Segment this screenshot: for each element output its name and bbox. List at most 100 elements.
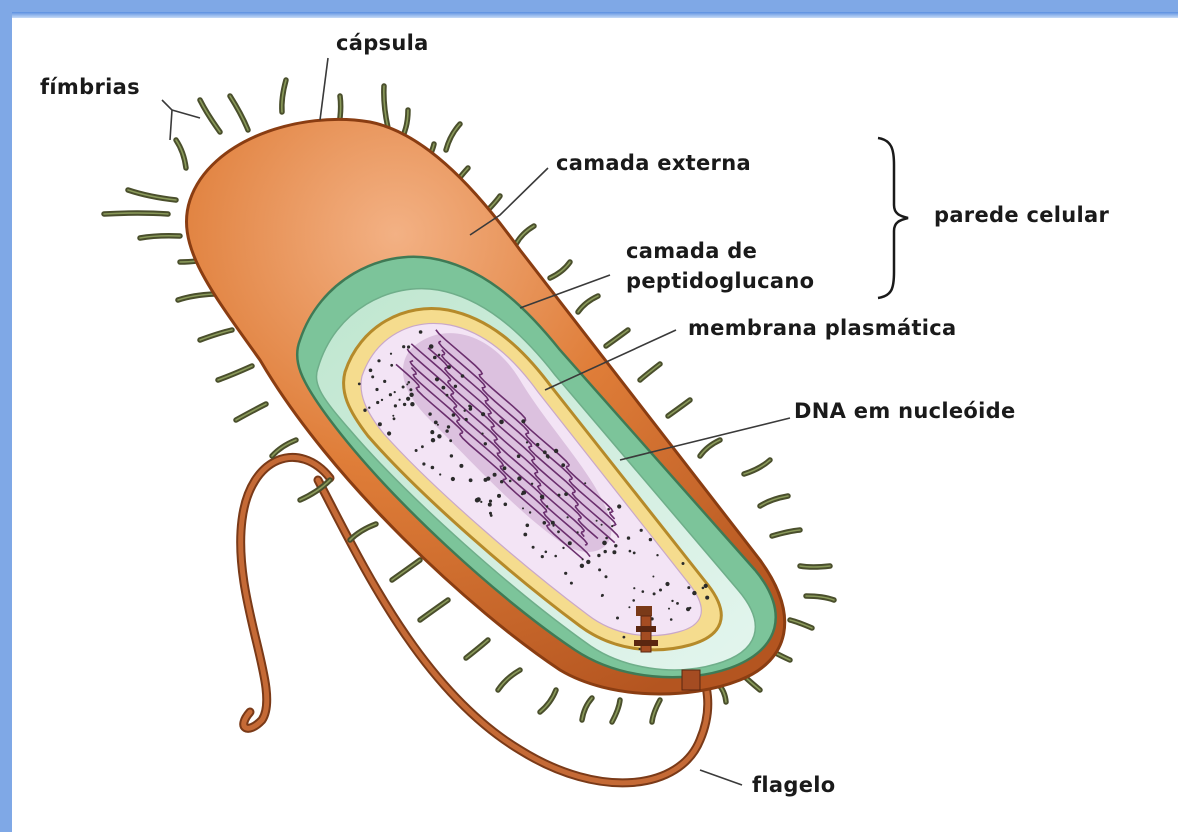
cytoplasm-particle	[628, 606, 630, 608]
cytoplasm-particle	[500, 480, 503, 483]
cytoplasm-particle	[449, 439, 452, 442]
cytoplasm-particle	[488, 503, 492, 507]
cytoplasm-particle	[408, 381, 411, 384]
cytoplasm-particle	[419, 330, 423, 334]
label-plasma-membrane: membrana plasmática	[688, 316, 957, 340]
cytoplasm-particle	[561, 463, 565, 467]
cytoplasm-particle	[522, 507, 524, 509]
cytoplasm-particle	[394, 404, 397, 407]
cytoplasm-particle	[481, 433, 483, 435]
cytoplasm-particle	[612, 550, 616, 554]
fimbria-highlight	[200, 100, 220, 132]
cytoplasm-particle	[671, 600, 673, 602]
cytoplasm-particle	[435, 377, 439, 381]
cytoplasm-particle	[445, 429, 448, 432]
cytoplasm-particle	[545, 551, 548, 554]
cytoplasm-particle	[499, 420, 504, 425]
cytoplasm-particle	[596, 520, 598, 522]
cytoplasm-particle	[582, 558, 584, 560]
cytoplasm-particle	[421, 445, 424, 448]
fimbria	[516, 226, 534, 244]
cytoplasm-particle	[406, 383, 408, 385]
cytoplasm-particle	[376, 401, 379, 404]
cytoplasm-particle	[442, 386, 446, 390]
cytoplasm-particle	[381, 399, 383, 401]
cytoplasm-particle	[627, 536, 630, 539]
fimbria	[540, 690, 556, 712]
cytoplasm-particle	[431, 430, 434, 433]
fimbria	[176, 140, 186, 168]
cytoplasm-particle	[371, 375, 374, 378]
cytoplasm-particle	[705, 596, 709, 600]
cytoplasm-particle	[652, 576, 654, 578]
cell-wall-bracket	[878, 138, 908, 298]
cytoplasm-particle	[649, 538, 652, 541]
fimbria-highlight	[420, 600, 448, 620]
cytoplasm-particle	[601, 524, 603, 526]
cytoplasm-particle	[611, 525, 613, 527]
cytoplasm-particle	[369, 369, 373, 373]
cytoplasm-particle	[614, 544, 617, 547]
cytoplasm-particle	[469, 478, 473, 482]
fimbria	[582, 698, 592, 720]
cytoplasm-particle	[564, 492, 568, 496]
label-outer-layer: camada externa	[556, 151, 751, 175]
cytoplasm-particle	[465, 418, 468, 421]
cytoplasm-particle	[546, 505, 548, 507]
label-peptidoglycan-line1: camada de	[626, 239, 757, 263]
cytoplasm-particle	[437, 434, 441, 438]
cytoplasm-particle	[523, 533, 527, 537]
cytoplasm-particle	[562, 547, 564, 549]
cytoplasm-particle	[568, 541, 572, 545]
cytoplasm-particle	[387, 431, 391, 435]
cytoplasm-particle	[431, 466, 435, 470]
fimbria-highlight	[640, 364, 660, 380]
cytoplasm-particle	[452, 413, 456, 417]
cytoplasm-particle	[586, 560, 590, 564]
cytoplasm-particle	[447, 365, 451, 369]
cytoplasm-particle	[399, 399, 401, 401]
cytoplasm-particle	[390, 353, 392, 355]
cytoplasm-particle	[523, 491, 526, 494]
cytoplasm-particle	[446, 394, 449, 397]
cytoplasm-particle	[689, 607, 691, 609]
cytoplasm-particle	[450, 454, 453, 457]
cytoplasm-particle	[526, 524, 530, 528]
cytoplasm-particle	[481, 412, 485, 416]
cytoplasm-particle	[601, 594, 604, 597]
cytoplasm-particle	[541, 555, 544, 558]
fimbria	[550, 262, 570, 278]
cytoplasm-particle	[604, 550, 607, 553]
cytoplasm-particle	[454, 385, 457, 388]
cytoplasm-particle	[429, 344, 434, 349]
cytoplasm-particle	[486, 477, 490, 481]
cytoplasm-particle	[629, 550, 632, 553]
fimbria-highlight	[668, 400, 690, 416]
fimbria	[700, 440, 720, 456]
label-capsule: cápsula	[336, 31, 429, 55]
cytoplasm-particle	[543, 521, 547, 525]
cytoplasm-particle	[383, 380, 386, 383]
cytoplasm-particle	[632, 599, 635, 602]
cytoplasm-particle	[623, 636, 626, 639]
cytoplasm-particle	[447, 425, 450, 428]
cytoplasm-particle	[580, 564, 584, 568]
cytoplasm-particle	[607, 508, 610, 511]
cytoplasm-particle	[554, 449, 558, 453]
cytoplasm-particle	[475, 498, 480, 503]
cytoplasm-particle	[489, 512, 492, 515]
cytoplasm-particle	[597, 554, 600, 557]
cytoplasm-particle	[503, 466, 507, 470]
cytoplasm-particle	[378, 422, 382, 426]
label-fimbriae: fímbrias	[40, 75, 140, 99]
cytoplasm-particle	[438, 354, 441, 357]
cytoplasm-particle	[437, 424, 439, 426]
cytoplasm-particle	[639, 648, 641, 650]
cytoplasm-particle	[439, 473, 441, 475]
cytoplasm-particle	[422, 462, 425, 465]
cytoplasm-particle	[584, 482, 586, 484]
cytoplasm-particle	[390, 364, 393, 367]
fimbria	[446, 124, 460, 150]
cytoplasm-particle	[509, 480, 512, 483]
